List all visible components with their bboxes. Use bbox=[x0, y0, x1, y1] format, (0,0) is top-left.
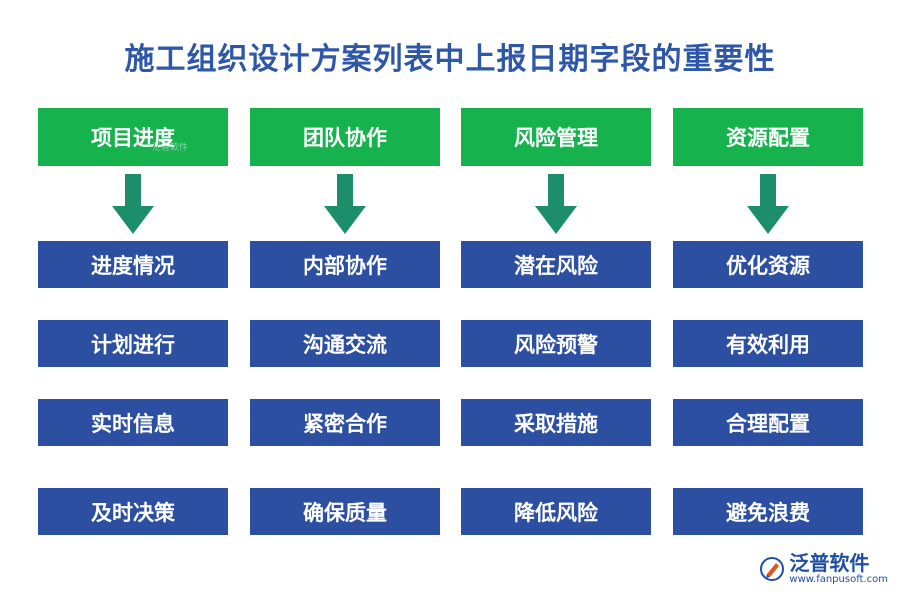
item-box: 风险预警 bbox=[461, 320, 651, 367]
item-box: 避免浪费 bbox=[673, 488, 863, 535]
logo-name: 泛普软件 bbox=[789, 551, 870, 575]
item-box: 及时决策 bbox=[38, 488, 228, 535]
down-arrow-icon bbox=[535, 174, 577, 234]
item-box: 计划进行 bbox=[38, 320, 228, 367]
item-box: 进度情况 bbox=[38, 241, 228, 288]
item-box: 确保质量 bbox=[250, 488, 440, 535]
item-box: 有效利用 bbox=[673, 320, 863, 367]
item-box: 降低风险 bbox=[461, 488, 651, 535]
item-box: 紧密合作 bbox=[250, 399, 440, 446]
column-header: 资源配置 bbox=[673, 108, 863, 166]
column-header: 风险管理 bbox=[461, 108, 651, 166]
item-box: 实时信息 bbox=[38, 399, 228, 446]
brand-logo: 泛普软件 www.fanpusoft.com bbox=[759, 552, 888, 586]
pen-logo-icon bbox=[760, 557, 785, 581]
down-arrow-icon bbox=[112, 174, 154, 234]
watermark: 泛普软件 bbox=[152, 143, 189, 153]
item-box: 内部协作 bbox=[250, 241, 440, 288]
item-box: 优化资源 bbox=[673, 241, 863, 288]
down-arrow-icon bbox=[324, 174, 366, 234]
item-box: 潜在风险 bbox=[461, 241, 651, 288]
column-header: 项目进度 bbox=[38, 108, 228, 166]
logo-url: www.fanpusoft.com bbox=[789, 574, 888, 585]
down-arrow-icon bbox=[747, 174, 789, 234]
diagram-title: 施工组织设计方案列表中上报日期字段的重要性 bbox=[124, 42, 776, 77]
item-box: 采取措施 bbox=[461, 399, 651, 446]
column-header: 团队协作 bbox=[250, 108, 440, 166]
item-box: 合理配置 bbox=[673, 399, 863, 446]
item-box: 沟通交流 bbox=[250, 320, 440, 367]
